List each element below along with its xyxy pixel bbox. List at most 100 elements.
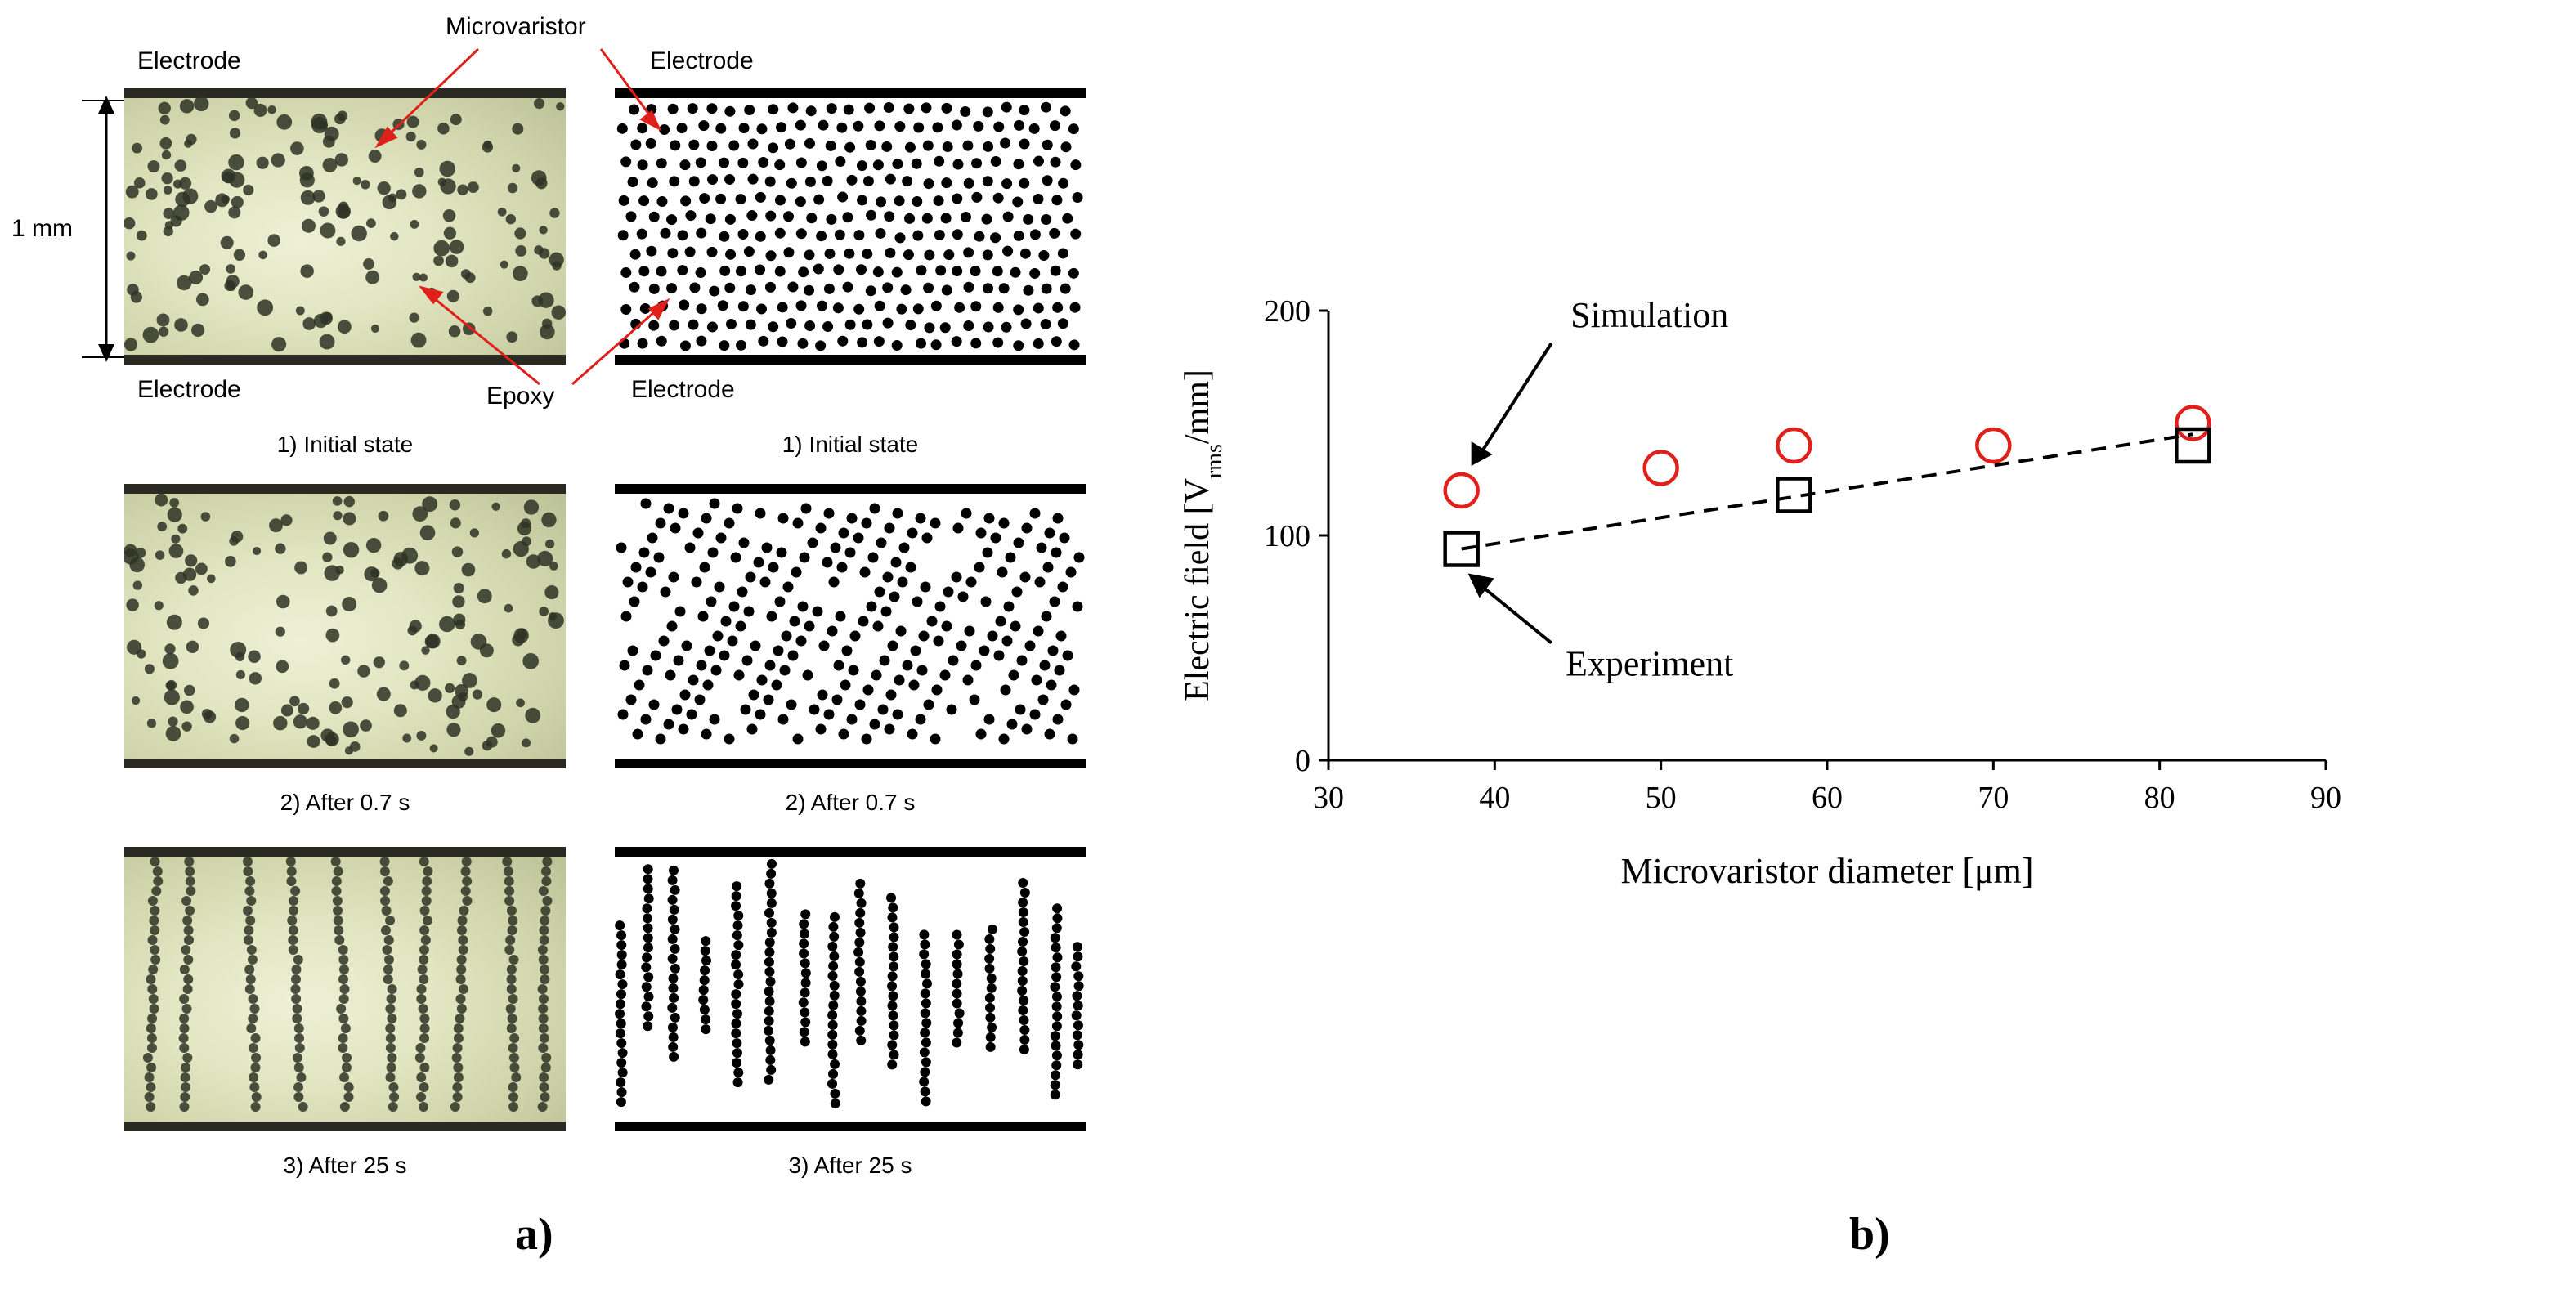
particle (668, 571, 679, 583)
particle (179, 99, 195, 114)
particle (1050, 1031, 1060, 1041)
particle (883, 102, 894, 114)
particle (828, 921, 839, 932)
arrowhead (1467, 573, 1494, 598)
particle (656, 196, 668, 208)
particle (960, 212, 971, 223)
particle (338, 974, 349, 984)
particle (620, 156, 632, 168)
particle (678, 508, 689, 519)
particle (887, 1040, 898, 1050)
particle (365, 270, 380, 284)
particle (1065, 566, 1077, 578)
particle (387, 1014, 397, 1023)
particle (952, 229, 963, 240)
particle (916, 665, 928, 676)
particle (188, 585, 199, 596)
particle (506, 984, 517, 994)
particle (835, 155, 846, 167)
particle (186, 133, 197, 146)
particle (335, 566, 344, 575)
particle (150, 925, 160, 935)
particle (853, 888, 864, 898)
particle (1073, 981, 1084, 992)
particle (616, 1038, 627, 1049)
particle (923, 178, 934, 190)
particle (363, 258, 374, 270)
particle (537, 945, 548, 955)
particle (452, 595, 465, 608)
particle (669, 904, 679, 915)
particle (245, 96, 258, 110)
particle (743, 246, 755, 257)
particle (728, 601, 740, 612)
particle (698, 995, 709, 1005)
particle (504, 603, 513, 613)
particle (838, 728, 849, 740)
particle (1010, 620, 1021, 632)
particle (687, 103, 698, 114)
particle (952, 266, 963, 277)
particle (798, 266, 809, 278)
particle (540, 1063, 551, 1072)
particle (453, 1063, 464, 1072)
particle (253, 547, 262, 556)
particle (457, 184, 468, 195)
particle (696, 303, 707, 315)
particle (164, 643, 176, 655)
particle (885, 173, 896, 185)
particle (691, 576, 702, 588)
particle (823, 709, 835, 720)
particle (1072, 601, 1083, 612)
particle (622, 576, 634, 588)
particle (186, 640, 199, 654)
particle (719, 650, 730, 661)
particle (146, 1043, 157, 1053)
particle (731, 1019, 741, 1029)
particle (531, 170, 547, 186)
particle (656, 266, 667, 277)
particle (699, 975, 710, 986)
particle (482, 740, 493, 751)
particle (804, 249, 815, 261)
particle (1052, 302, 1064, 313)
particle (970, 266, 981, 277)
particle (246, 1023, 257, 1033)
particle (903, 103, 915, 114)
particle (637, 159, 648, 171)
particle (1001, 101, 1012, 113)
particle (992, 337, 1004, 348)
particle (948, 655, 959, 666)
particle (387, 1053, 397, 1063)
particle (625, 211, 637, 222)
particle (230, 641, 247, 658)
particle (692, 527, 704, 539)
particle (402, 733, 412, 743)
particle (357, 665, 370, 678)
particle (786, 318, 797, 329)
particle (1021, 723, 1033, 735)
particle (540, 974, 550, 984)
particle (877, 704, 889, 715)
particle (1001, 178, 1013, 190)
particle (456, 925, 467, 935)
particle (542, 857, 553, 866)
particle (795, 196, 806, 208)
particle (312, 190, 325, 203)
particle (1033, 193, 1044, 204)
particle (679, 689, 691, 701)
particle (674, 606, 686, 617)
particle (1042, 139, 1053, 150)
particle (243, 935, 253, 945)
particle (276, 660, 289, 674)
particle (941, 284, 952, 296)
particle (889, 1020, 899, 1031)
particle (748, 689, 759, 701)
particle (732, 1038, 742, 1049)
particle (1057, 248, 1068, 259)
particle (854, 699, 866, 710)
particle (746, 210, 758, 222)
particle (786, 699, 797, 710)
experiment-image-initial (124, 88, 566, 365)
particle (325, 605, 338, 617)
